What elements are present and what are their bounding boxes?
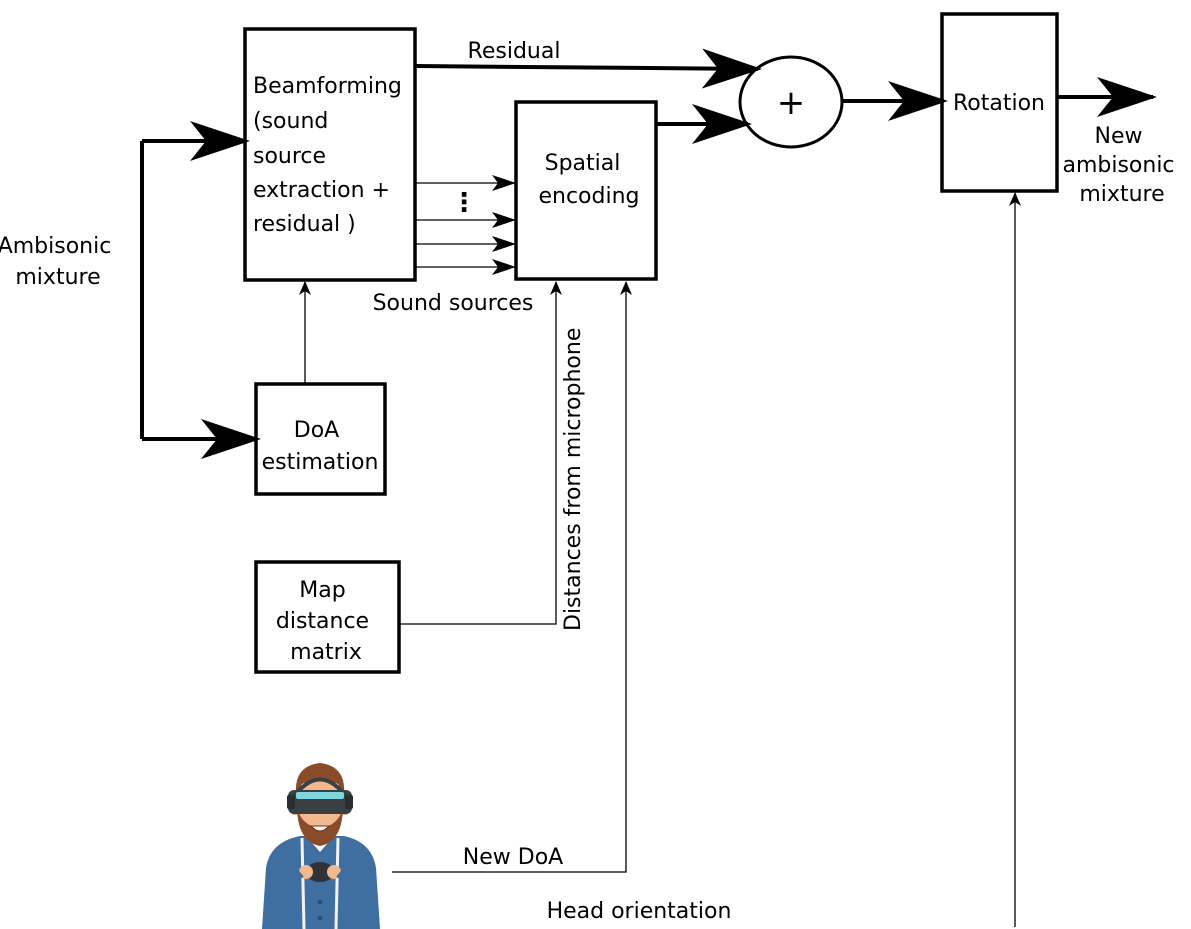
beamforming-block xyxy=(243,27,417,282)
distance-arrowhead xyxy=(550,281,562,295)
spatial-encoding-block xyxy=(514,100,658,281)
new-doa-line xyxy=(392,282,627,873)
beamforming-label: Beamforming (sound source extraction + r… xyxy=(253,74,409,237)
residual-label: Residual xyxy=(468,39,561,64)
head-orientation-arrowhead xyxy=(1009,192,1021,206)
rotation-block xyxy=(940,12,1059,193)
rotation-label: Rotation xyxy=(953,91,1045,116)
ambisonic-mixture-label: Ambisonic mixture xyxy=(0,234,118,290)
vr-headset-user-icon xyxy=(262,763,380,929)
doa-estimation-block xyxy=(254,382,387,496)
map-distance-block xyxy=(254,560,401,674)
new-mixture-label: New ambisonic mixture xyxy=(1062,124,1181,207)
new-doa-label: New DoA xyxy=(463,845,563,870)
doa-estimation-label: DoA estimation xyxy=(262,418,379,475)
residual-arrow xyxy=(414,48,762,89)
spatial-encoding-label: Spatial encoding xyxy=(538,151,639,209)
new-doa-arrowhead xyxy=(620,281,632,295)
distance-line xyxy=(400,282,557,625)
map-distance-label: Map distance matrix xyxy=(276,578,376,665)
sound-sources-label: Sound sources xyxy=(373,291,534,316)
sum-symbol: + xyxy=(777,83,806,123)
ellipsis-mark: ⋮ xyxy=(451,188,477,218)
head-orientation-label: Head orientation xyxy=(547,899,732,924)
doa-arrowhead xyxy=(299,281,311,295)
distances-label: Distances from microphone xyxy=(561,328,586,631)
